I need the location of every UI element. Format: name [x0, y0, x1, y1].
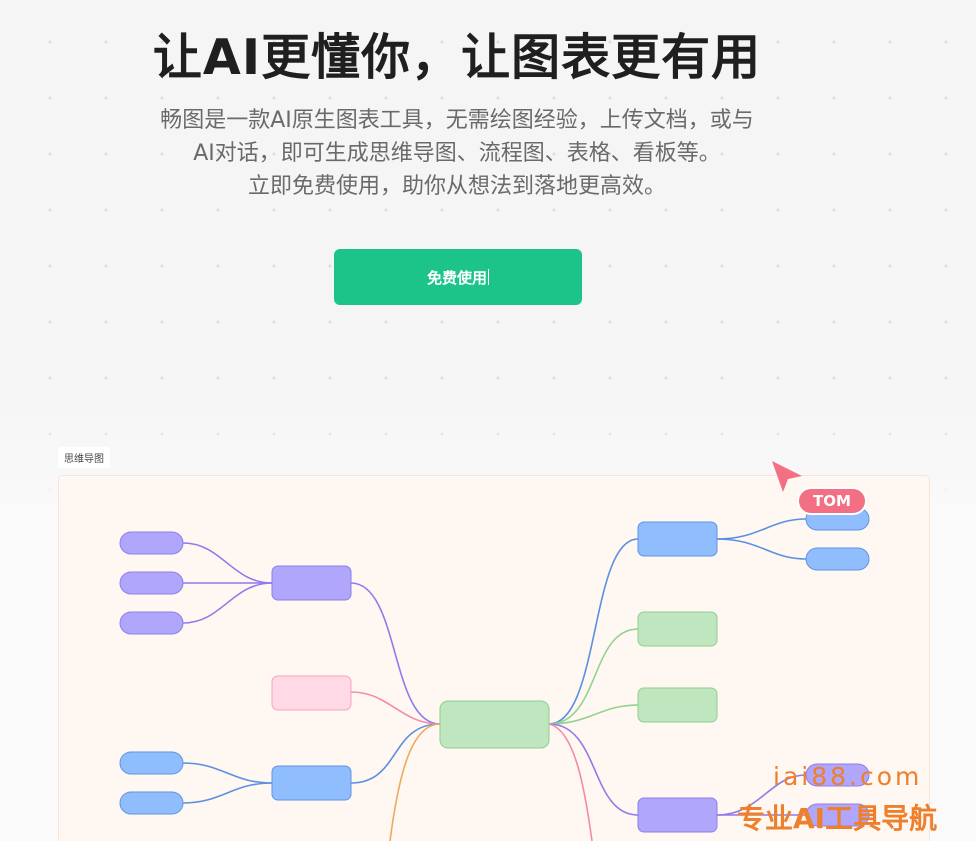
- right-green-node-1[interactable]: [637, 611, 718, 647]
- left-pink-node[interactable]: [271, 675, 352, 711]
- right-purple-leaf-2[interactable]: [805, 803, 870, 827]
- left-blue-leaf-2[interactable]: [119, 791, 184, 815]
- left-blue-node[interactable]: [271, 765, 352, 801]
- left-blue-leaf-1[interactable]: [119, 751, 184, 775]
- free-use-button-label: 免费使用: [426, 268, 487, 287]
- edge-root-right-purple: [548, 723, 639, 816]
- mindmap-nodes: [119, 507, 870, 833]
- right-purple-leaf-1[interactable]: [805, 763, 870, 787]
- edge-root-orange: [389, 723, 441, 841]
- edge-purple-leaf-1: [182, 542, 273, 584]
- edge-rblue-leaf-2: [716, 538, 807, 560]
- edge-rpurple-leaf-1: [716, 774, 807, 816]
- right-green-node-2[interactable]: [637, 687, 718, 723]
- hero-description: 畅图是一款AI原生图表工具，无需绘图经验，上传文档，或与 AI对话，即可生成思维…: [0, 104, 914, 203]
- hero-title: 让AI更懂你，让图表更有用: [152, 29, 762, 86]
- left-purple-leaf-3[interactable]: [119, 611, 184, 635]
- root-node[interactable]: [439, 700, 550, 749]
- watermark-slogan: 专业AI工具导航: [737, 802, 938, 835]
- right-blue-leaf-2[interactable]: [805, 547, 870, 571]
- left-purple-leaf-1[interactable]: [119, 531, 184, 555]
- left-purple-leaf-2[interactable]: [119, 571, 184, 595]
- edge-root-pink: [350, 691, 441, 725]
- mindmap-tab-label[interactable]: 思维导图: [58, 447, 110, 468]
- collaborator-cursor-label: TOM: [797, 487, 867, 515]
- edge-root-right-blue: [548, 538, 639, 725]
- edge-rblue-leaf-1: [716, 518, 807, 540]
- edge-blue-leaf-1: [182, 762, 273, 784]
- mindmap-edges: [182, 518, 807, 841]
- edge-blue-leaf-2: [182, 782, 273, 804]
- edge-purple-leaf-3: [182, 582, 273, 624]
- free-use-button[interactable]: 免费使用: [334, 249, 582, 305]
- edge-root-pink-down: [548, 723, 593, 841]
- hero-desc-line-2: AI对话，即可生成思维导图、流程图、表格、看板等。: [193, 141, 721, 166]
- cursor-arrow-icon: [772, 461, 802, 492]
- text-caret: [488, 269, 489, 285]
- edge-root-left-purple: [350, 582, 441, 725]
- left-purple-node[interactable]: [271, 565, 352, 601]
- right-purple-node[interactable]: [637, 797, 718, 833]
- edge-root-left-blue: [350, 723, 441, 784]
- edge-root-green-1: [548, 628, 639, 725]
- watermark-url: iai88.com: [773, 762, 923, 791]
- hero-desc-line-1: 畅图是一款AI原生图表工具，无需绘图经验，上传文档，或与: [160, 108, 754, 133]
- hero-desc-line-3: 立即免费使用，助你从想法到落地更高效。: [247, 174, 666, 199]
- edge-root-green-2: [548, 704, 639, 725]
- right-blue-node[interactable]: [637, 521, 718, 557]
